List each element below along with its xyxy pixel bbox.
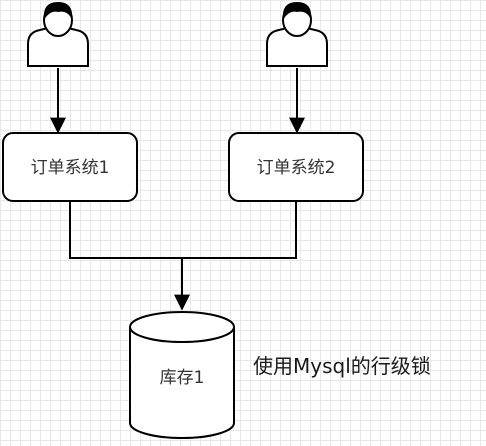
inventory-label: 库存1 bbox=[160, 368, 205, 388]
user-icon bbox=[27, 2, 89, 67]
order-system-1-node[interactable]: 订单系统1 bbox=[2, 132, 138, 202]
order-system-1-label: 订单系统1 bbox=[31, 158, 110, 178]
inventory-database-node[interactable]: 库存1 bbox=[129, 311, 235, 439]
order-system-2-node[interactable]: 订单系统2 bbox=[228, 132, 364, 202]
order-system-2-label: 订单系统2 bbox=[257, 158, 336, 178]
user-icon bbox=[266, 2, 328, 67]
row-lock-annotation: 使用Mysql的行级锁 bbox=[253, 354, 431, 378]
edge-system2-to-merge bbox=[182, 201, 297, 259]
edge-system1-to-merge bbox=[69, 201, 182, 259]
